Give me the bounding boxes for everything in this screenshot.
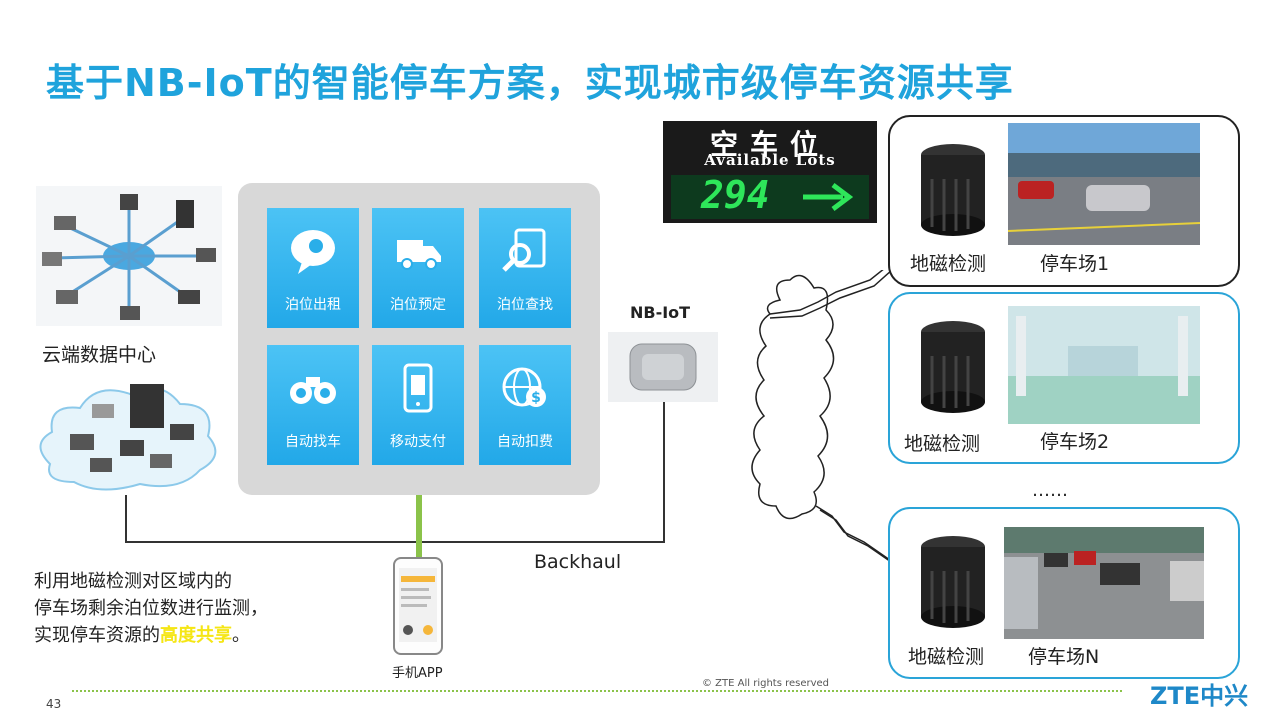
backhaul-label: Backhaul (534, 551, 622, 573)
globe-dollar-icon: $ (502, 367, 546, 407)
outdoor-parking-photo (1004, 527, 1204, 639)
phone-icon (403, 363, 433, 413)
footer-divider (72, 690, 1122, 692)
tile-label: 自动扣费 (497, 434, 553, 450)
sensor-label: 地磁检测 (908, 646, 985, 668)
sign-english: Available Lots (704, 151, 836, 169)
sign-chinese: 空车位 (709, 128, 830, 161)
lot-label: 停车场N (1028, 646, 1100, 668)
description-line-2: 停车场剩余泊位数进行监测， (34, 598, 268, 619)
tile-mobile-pay[interactable]: 移动支付 (372, 345, 464, 465)
highlight-text: 高度共享 (160, 625, 232, 646)
search-doc-icon (502, 228, 546, 272)
page-number: 43 (46, 697, 62, 711)
app-link-line (416, 495, 422, 557)
svg-text:$: $ (531, 390, 541, 406)
arrow-right-icon (803, 181, 854, 217)
sensor-label: 地磁检测 (904, 433, 981, 455)
more-lots-ellipsis: …… (1032, 480, 1068, 501)
network-hub-image (36, 186, 222, 326)
geomagnetic-sensor-image (918, 143, 988, 245)
tile-auto-deduct[interactable]: $ 自动扣费 (479, 345, 571, 465)
description-line-3-prefix: 实现停车资源的 (34, 625, 160, 646)
tile-label: 自动找车 (285, 434, 341, 450)
geomagnetic-sensor-image (918, 535, 988, 637)
tile-label: 泊位出租 (285, 297, 341, 313)
tile-label: 泊位查找 (497, 297, 553, 313)
lot-label: 停车场1 (1040, 253, 1110, 275)
binoculars-icon (290, 377, 336, 404)
cloud-datacenter-label: 云端数据中心 (42, 344, 157, 366)
description-line-3: 实现停车资源的高度共享。 (34, 622, 268, 649)
nbiot-cloud (751, 270, 895, 565)
parking-lot-photo (1007, 123, 1201, 245)
geomagnetic-sensor-image (918, 320, 988, 422)
description-line-3-suffix: 。 (232, 625, 250, 646)
tile-berth-rental[interactable]: 泊位出租 (267, 208, 359, 328)
tile-berth-search[interactable]: 泊位查找 (479, 208, 571, 328)
nbiot-label: NB-IoT (630, 303, 691, 322)
app-panel: 泊位出租 泊位预定 泊位查找 自动找车 移动支付 $ 自动扣费 (238, 183, 600, 495)
parking-lot-1-box: 地磁检测 停车场1 (888, 115, 1240, 287)
phone-app-image (392, 556, 444, 656)
sign-count: 294 (701, 173, 770, 217)
available-lots-sign: 空车位 Available Lots 294 (663, 121, 877, 223)
nbiot-module-image (608, 332, 718, 402)
connector-line (663, 402, 665, 543)
connector-line (125, 541, 665, 543)
parking-lot-2-box: 地磁检测 停车场2 (888, 292, 1240, 464)
cloud-datacenter-image (30, 374, 226, 494)
tile-berth-reservation[interactable]: 泊位预定 (372, 208, 464, 328)
lot-label: 停车场2 (1040, 431, 1110, 453)
parking-lot-n-box: 地磁检测 停车场N (888, 507, 1240, 679)
page-title: 基于NB-IoT的智能停车方案，实现城市级停车资源共享 (46, 61, 1014, 105)
copyright-text: © ZTE All rights reserved (702, 678, 830, 689)
connector-line (125, 495, 127, 543)
phone-app-label: 手机APP (392, 666, 443, 681)
tile-label: 泊位预定 (390, 297, 446, 313)
tile-auto-find-car[interactable]: 自动找车 (267, 345, 359, 465)
bird-chat-icon (291, 230, 335, 274)
van-icon (397, 240, 441, 270)
description: 利用地磁检测对区域内的 停车场剩余泊位数进行监测， 实现停车资源的高度共享。 (34, 568, 268, 649)
description-line-1: 利用地磁检测对区域内的 (34, 571, 232, 592)
zte-logo: ZTE中兴 (1150, 682, 1249, 710)
sensor-label: 地磁检测 (910, 253, 987, 275)
underground-parking-photo (1008, 306, 1200, 424)
tile-label: 移动支付 (390, 434, 446, 450)
